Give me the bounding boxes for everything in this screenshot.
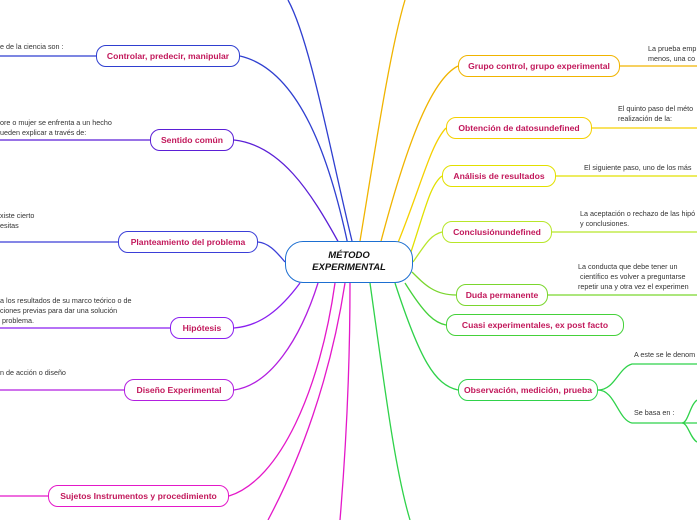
note-hipotesis: a los resultados de su marco teórico o d…	[0, 296, 132, 325]
node-observacion-label: Observación, medición, prueba	[464, 385, 592, 395]
node-sentido-comun[interactable]: Sentido común	[150, 129, 234, 151]
node-cuasi[interactable]: Cuasi experimentales, ex post facto	[446, 314, 624, 336]
note-controlar: e de la ciencia son :	[0, 42, 64, 51]
node-analisis-label: Análisis de resultados	[453, 171, 545, 181]
central-topic-label: MÉTODO EXPERIMENTAL	[312, 250, 386, 273]
node-duda-label: Duda permanente	[465, 290, 539, 300]
node-controlar[interactable]: Controlar, predecir, manipular	[96, 45, 240, 67]
node-duda[interactable]: Duda permanente	[456, 284, 548, 306]
node-hipotesis[interactable]: Hipótesis	[170, 317, 234, 339]
node-cuasi-label: Cuasi experimentales, ex post facto	[461, 320, 609, 330]
node-grupo-control[interactable]: Grupo control, grupo experimental	[458, 55, 620, 77]
node-analisis[interactable]: Análisis de resultados	[442, 165, 556, 187]
connector-hipotesis	[233, 282, 301, 329]
connector-diseno	[233, 282, 319, 391]
connector-bottom-left	[267, 282, 346, 520]
note-diseno: n de acción o diseño	[0, 368, 66, 377]
node-planteamiento[interactable]: Planteamiento del problema	[118, 231, 258, 253]
note-grupo: La prueba emp menos, una co	[648, 44, 697, 63]
connector-sentido	[233, 139, 341, 246]
connector-conclusion	[412, 231, 443, 263]
connector-duda	[411, 271, 457, 296]
node-conclusion-label: Conclusiónundefined	[453, 227, 541, 237]
connector-cuasi	[404, 282, 447, 326]
note-obtencion: El quinto paso del méto realización de l…	[618, 104, 694, 123]
note-sentido: ore o mujer se enfrenta a un hecho ueden…	[0, 118, 112, 137]
note-observacion-b: Se basa en :	[634, 408, 675, 417]
connector-analisis	[409, 175, 443, 256]
node-grupo-control-label: Grupo control, grupo experimental	[468, 61, 610, 71]
connector-planteamiento	[257, 241, 286, 263]
node-sujetos-label: Sujetos Instrumentos y procedimiento	[60, 491, 217, 501]
node-sentido-comun-label: Sentido común	[160, 135, 224, 145]
node-observacion[interactable]: Observación, medición, prueba	[458, 379, 598, 401]
node-conclusion[interactable]: Conclusiónundefined	[442, 221, 552, 243]
connector-top-right	[359, 0, 406, 242]
connector-sujetos	[228, 282, 336, 497]
connector-observacion-leaf	[681, 399, 697, 443]
node-hipotesis-label: Hipótesis	[182, 323, 222, 333]
connector-obtencion	[394, 127, 447, 251]
connector-observacion	[394, 282, 459, 391]
connector-bottom-mid	[339, 282, 351, 520]
note-analisis: El siguiente paso, uno de los más	[584, 163, 692, 172]
note-observacion-a: A este se le denom	[634, 350, 696, 359]
connector-observacion-sub	[597, 363, 697, 391]
node-sujetos[interactable]: Sujetos Instrumentos y procedimiento	[48, 485, 229, 507]
node-planteamiento-label: Planteamiento del problema	[130, 237, 246, 247]
connector-bottom-right	[369, 282, 411, 520]
connector-observacion-sub2	[597, 389, 697, 424]
connector-controlar	[239, 55, 349, 246]
note-duda: La conducta que debe tener un científico…	[578, 262, 689, 291]
connector-grupo	[379, 65, 459, 246]
node-diseno[interactable]: Diseño Experimental	[124, 379, 234, 401]
note-conclusion: La aceptación o rechazo de las hipó y co…	[580, 209, 696, 228]
central-topic[interactable]: MÉTODO EXPERIMENTAL	[285, 241, 413, 283]
note-planteamiento: xiste cierto esitas	[0, 211, 35, 230]
connector-top-left	[287, 0, 353, 242]
node-obtencion-datos-label: Obtención de datosundefined	[458, 123, 580, 133]
node-controlar-label: Controlar, predecir, manipular	[106, 51, 230, 61]
node-diseno-label: Diseño Experimental	[136, 385, 222, 395]
node-obtencion-datos[interactable]: Obtención de datosundefined	[446, 117, 592, 139]
